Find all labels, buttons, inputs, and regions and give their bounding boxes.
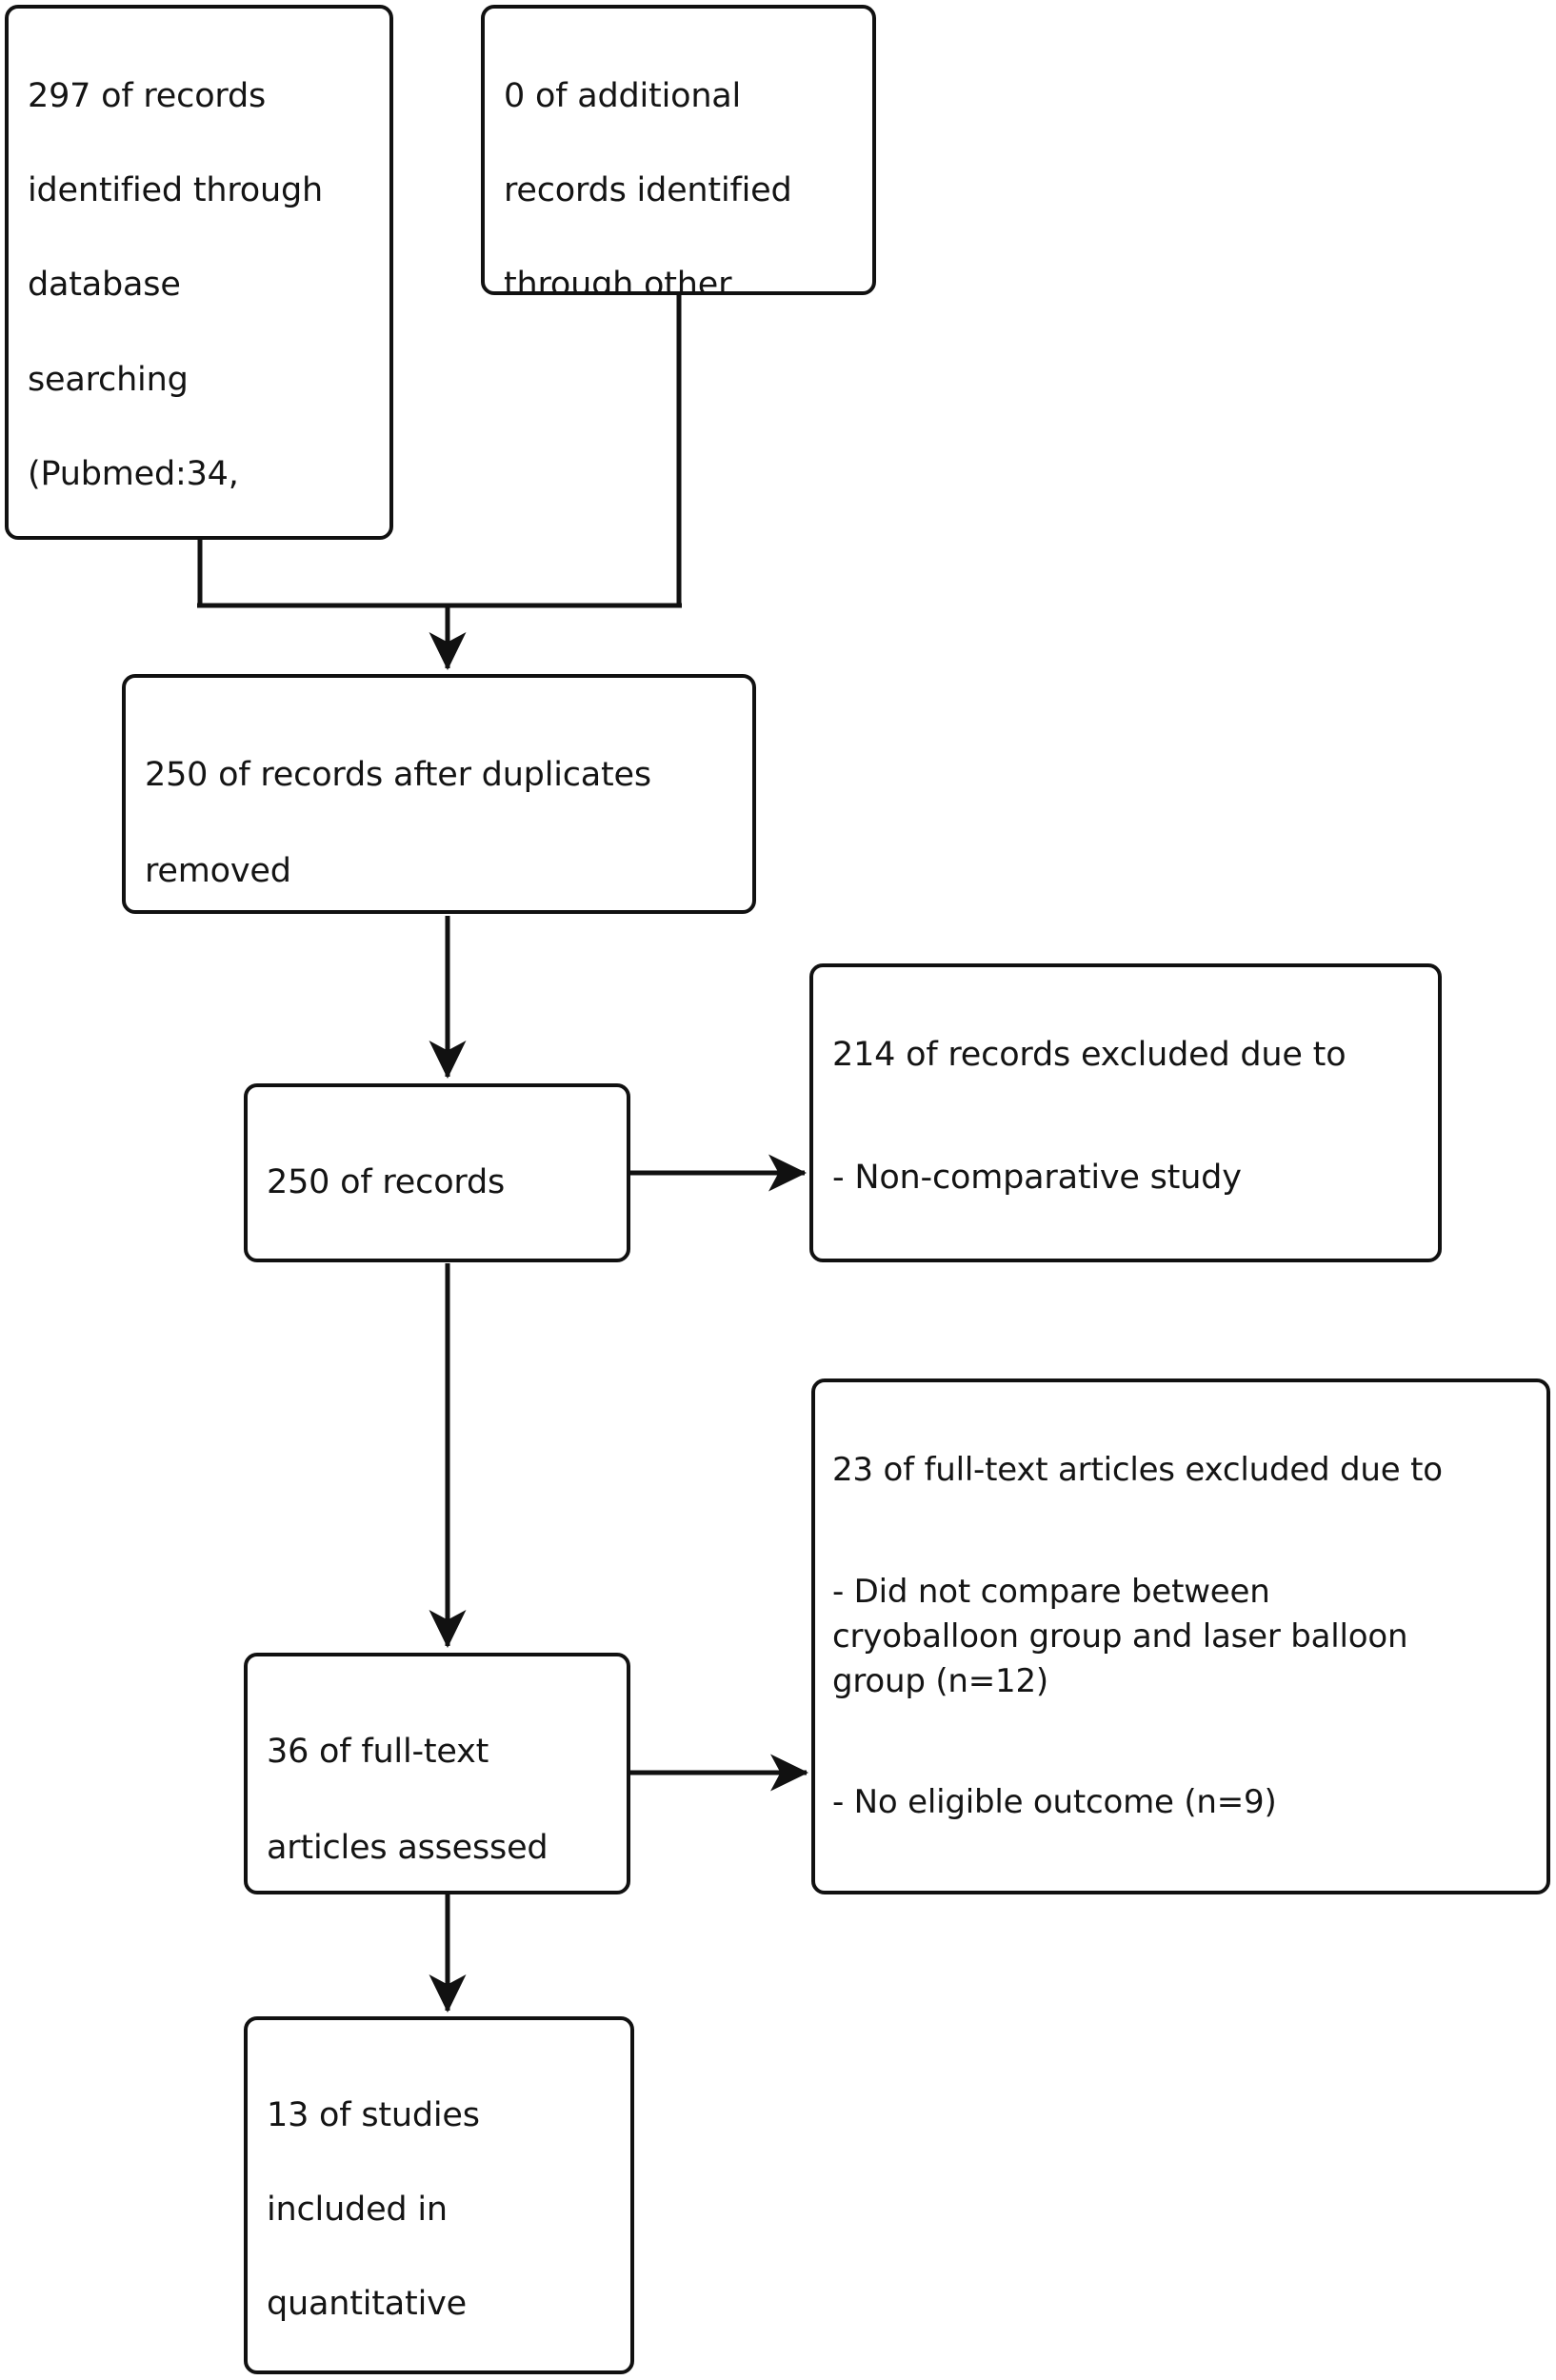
node-line: - Non-comparative study: [832, 1158, 1242, 1197]
node-line: quantitative: [267, 2285, 467, 2324]
node-fulltext-articles-excluded: 23 of full-text articles excluded due to…: [811, 1378, 1550, 1894]
node-records-identified-other-sources: 0 of additional records identified throu…: [481, 5, 876, 295]
node-line: included in: [267, 2191, 448, 2230]
node-studies-included-quantitative-synthesis: 13 of studies included in quantitative s…: [244, 2016, 634, 2374]
node-line: 214 of records excluded due to: [832, 1036, 1347, 1075]
node-line: through other: [504, 266, 732, 295]
node-records-identified-database: 297 of records identified through databa…: [5, 5, 393, 540]
node-line: removed: [145, 852, 291, 891]
node-line: 0 of additional: [504, 76, 742, 115]
node-line: articles assessed: [267, 1829, 549, 1868]
node-fulltext-articles-assessed: 36 of full-text articles assessed for el…: [244, 1653, 630, 1894]
node-records-screened: 250 of records screened: [244, 1083, 630, 1262]
node-line: identified through: [28, 171, 323, 210]
node-line: 250 of records after duplicates: [145, 755, 651, 794]
node-line: 23 of full-text articles excluded due to: [832, 1450, 1443, 1489]
node-records-excluded: 214 of records excluded due to - Non-com…: [809, 963, 1442, 1262]
node-line: searching: [28, 360, 189, 399]
node-line: 36 of full-text: [267, 1732, 489, 1771]
node-line: 297 of records: [28, 76, 267, 115]
node-line: database: [28, 266, 181, 305]
node-line: records identified: [504, 171, 792, 210]
node-line: 13 of studies: [267, 2095, 480, 2134]
node-line: screened: [267, 1255, 609, 1259]
node-line: 250 of records: [267, 1162, 506, 1201]
node-line: (Pubmed:34,: [28, 455, 239, 494]
node-line: - Did not compare between cryoballoon gr…: [832, 1572, 1408, 1700]
node-records-after-duplicates-removed: 250 of records after duplicates removed: [122, 674, 756, 914]
node-line: - No eligible outcome (n=9): [832, 1783, 1277, 1822]
